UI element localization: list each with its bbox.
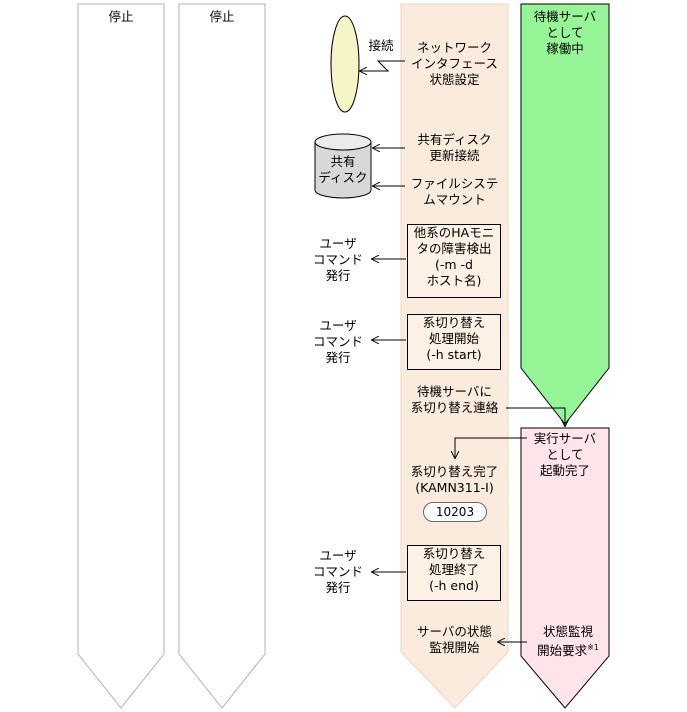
lane-executing	[520, 427, 610, 709]
user-command-2: ユーザコマンド発行	[312, 318, 363, 365]
step-monitor-start: サーバの状態監視開始	[417, 624, 492, 655]
lane-stopped-1	[77, 3, 165, 709]
step-notify-standby: 待機サーバに系切り替え連絡	[410, 384, 499, 415]
connect-label: 接続	[368, 38, 394, 53]
shared-disk-cylinder	[314, 133, 372, 199]
step-shared-disk-update: 共有ディスク更新接続	[417, 132, 492, 163]
network-interface-ellipse	[330, 15, 360, 113]
user-command-3: ユーザコマンド発行	[312, 548, 363, 595]
connect-zigzag	[360, 60, 405, 71]
arrow-notify-standby	[506, 407, 565, 426]
standby-lane-title: 待機サーバとして稼働中	[533, 9, 597, 56]
step-fs-mount: ファイルシステムマウント	[410, 176, 499, 207]
arrow-exec-complete	[455, 437, 527, 458]
step-switch-complete: 系切り替え完了(KAMN311-I)	[410, 464, 499, 495]
lane-2-title: 停止	[209, 9, 235, 24]
lane-1-title: 停止	[108, 9, 134, 24]
step-switch-end: 系切り替え処理終了(-h end)	[407, 545, 501, 601]
lane-standby	[520, 3, 610, 425]
step-switch-start: 系切り替え処理開始(-h start)	[407, 314, 501, 370]
exec-monitor-request: 状態監視 開始要求※1	[537, 624, 599, 659]
step-network-setting: ネットワークインタフェース状態設定	[411, 40, 498, 87]
footnote-mark: ※1	[587, 643, 599, 652]
message-id-badge: 10203	[423, 502, 487, 522]
user-command-1: ユーザコマンド発行	[312, 236, 363, 283]
exec-lane-title: 実行サーバとして起動完了	[533, 431, 597, 478]
lane-stopped-2	[178, 3, 266, 709]
shared-disk-label: 共有ディスク	[318, 154, 368, 185]
